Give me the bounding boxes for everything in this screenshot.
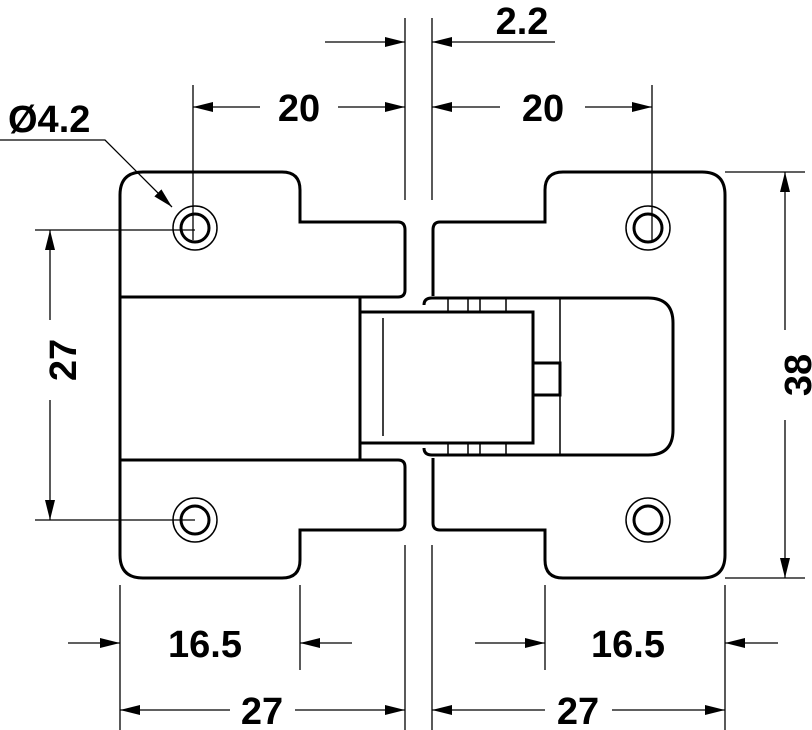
label-left-hole-offset: 20 [278, 88, 320, 130]
label-right-hole-offset: 20 [522, 88, 564, 130]
right-leaf [422, 170, 727, 580]
hole-top-right [625, 205, 671, 251]
dimension-lines [0, 18, 805, 730]
left-leaf [118, 170, 407, 580]
hole-top-left [172, 205, 218, 251]
label-height: 38 [778, 354, 812, 396]
label-hole-spacing: 27 [43, 339, 85, 381]
label-left-notch-width: 16.5 [168, 624, 242, 666]
label-right-notch-width: 16.5 [591, 624, 665, 666]
knuckle [358, 310, 535, 445]
label-gap: 2.2 [496, 1, 549, 43]
hole-bottom-right [625, 497, 671, 543]
label-hole-diameter: Ø4.2 [8, 99, 90, 141]
label-left-leaf-width: 27 [241, 691, 283, 730]
label-right-leaf-width: 27 [557, 691, 599, 730]
